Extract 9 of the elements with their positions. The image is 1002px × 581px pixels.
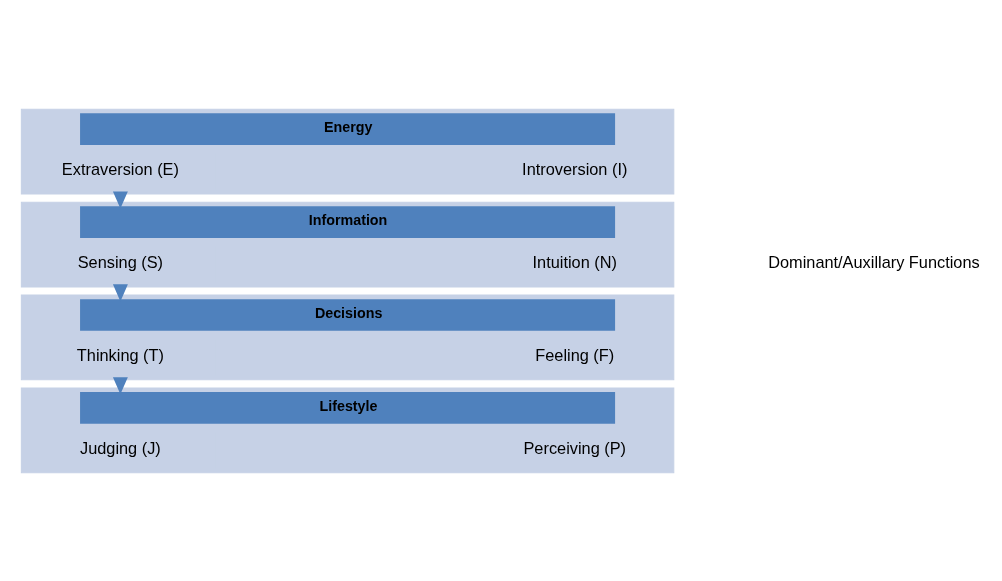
node-text: Extraversion (E) [61, 159, 179, 178]
label: Dominant/Auxillary Functions [767, 252, 980, 271]
node-text: Thinking (T) [76, 345, 164, 364]
node-text: Sensing (S) [77, 252, 163, 271]
node-text: Judging (J) [79, 438, 161, 457]
node-text: Intuition (N) [532, 252, 617, 271]
node-text: Perceiving (P) [522, 438, 626, 457]
node-text: Feeling (F) [534, 345, 614, 364]
node-text: Introversion (I) [521, 159, 627, 178]
